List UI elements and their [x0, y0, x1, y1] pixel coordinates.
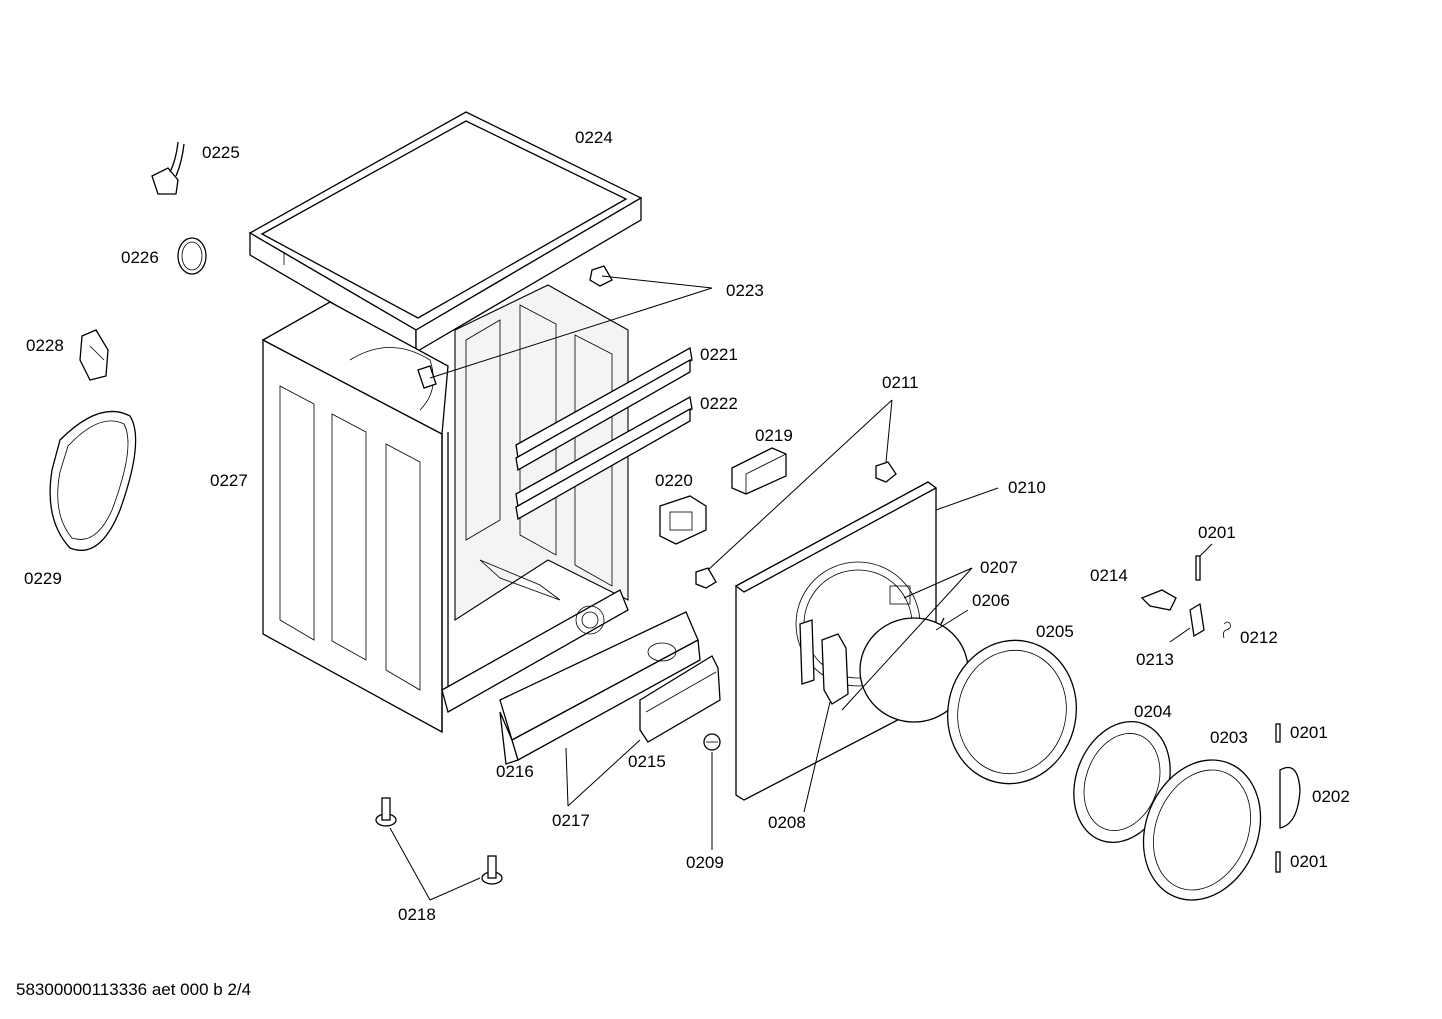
part-0215-handle	[639, 655, 721, 743]
part-0203-door-frame	[1142, 759, 1262, 901]
part-0220-door-lock	[659, 495, 707, 545]
part-0211-clip	[695, 461, 897, 589]
part-0222-rail	[515, 395, 693, 521]
label-0223: 0223	[726, 281, 764, 300]
part-0223-clip	[589, 265, 613, 287]
part-0205-door-ring	[946, 639, 1078, 785]
part-0219-block	[731, 447, 787, 495]
part-0226-cap	[177, 237, 207, 275]
part-0208-latch	[799, 619, 849, 705]
label-0207: 0207	[980, 558, 1018, 577]
part-0227-cabinet	[261, 284, 629, 734]
label-0222: 0222	[700, 394, 738, 413]
label-0201-bottom: 0201	[1290, 852, 1328, 871]
label-0217: 0217	[552, 811, 590, 830]
label-0226: 0226	[121, 248, 159, 267]
label-0220: 0220	[655, 471, 693, 490]
drawing-reference: 58300000113336 aet 000 b 2/4	[16, 980, 252, 999]
label-0227: 0227	[210, 471, 248, 490]
label-0224: 0224	[575, 128, 613, 147]
part-0224-top-cover	[248, 111, 643, 354]
part-0201-pin	[1195, 555, 1281, 873]
label-0216: 0216	[496, 762, 534, 781]
label-0209: 0209	[686, 853, 724, 872]
label-0206: 0206	[972, 591, 1010, 610]
part-0221-rail	[515, 346, 693, 472]
label-0214: 0214	[1090, 566, 1128, 585]
part-0216-control-panel	[499, 611, 701, 765]
part-0214-hook	[1140, 589, 1177, 611]
label-0201-mid: 0201	[1290, 723, 1328, 742]
label-0203: 0203	[1210, 728, 1248, 747]
label-0210: 0210	[1008, 478, 1046, 497]
label-0219: 0219	[755, 426, 793, 445]
part-0229-gasket	[49, 410, 137, 551]
part-0212-spring	[1222, 621, 1231, 639]
leader-lines	[389, 275, 1213, 901]
label-0205: 0205	[1036, 622, 1074, 641]
label-0201-top: 0201	[1198, 523, 1236, 542]
label-0208: 0208	[768, 813, 806, 832]
label-0213: 0213	[1136, 650, 1174, 669]
label-0212: 0212	[1240, 628, 1278, 647]
part-0202-door-handle	[1279, 766, 1301, 829]
part-0209-screw	[703, 733, 721, 751]
part-0213-plate	[1189, 602, 1205, 638]
label-0228: 0228	[26, 336, 64, 355]
part-0218-foot	[375, 797, 503, 885]
part-0225-cable-holder	[151, 141, 185, 195]
label-0204: 0204	[1134, 702, 1172, 721]
label-0221: 0221	[700, 345, 738, 364]
label-0202: 0202	[1312, 787, 1350, 806]
label-0215: 0215	[628, 752, 666, 771]
part-labels: 0225 0224 0226 0223 0228 0221 0211 0222 …	[24, 128, 1350, 924]
label-0211: 0211	[882, 373, 919, 392]
label-0218: 0218	[398, 905, 436, 924]
part-0228-bracket	[79, 329, 109, 381]
label-0229: 0229	[24, 569, 62, 588]
label-0225: 0225	[202, 143, 240, 162]
